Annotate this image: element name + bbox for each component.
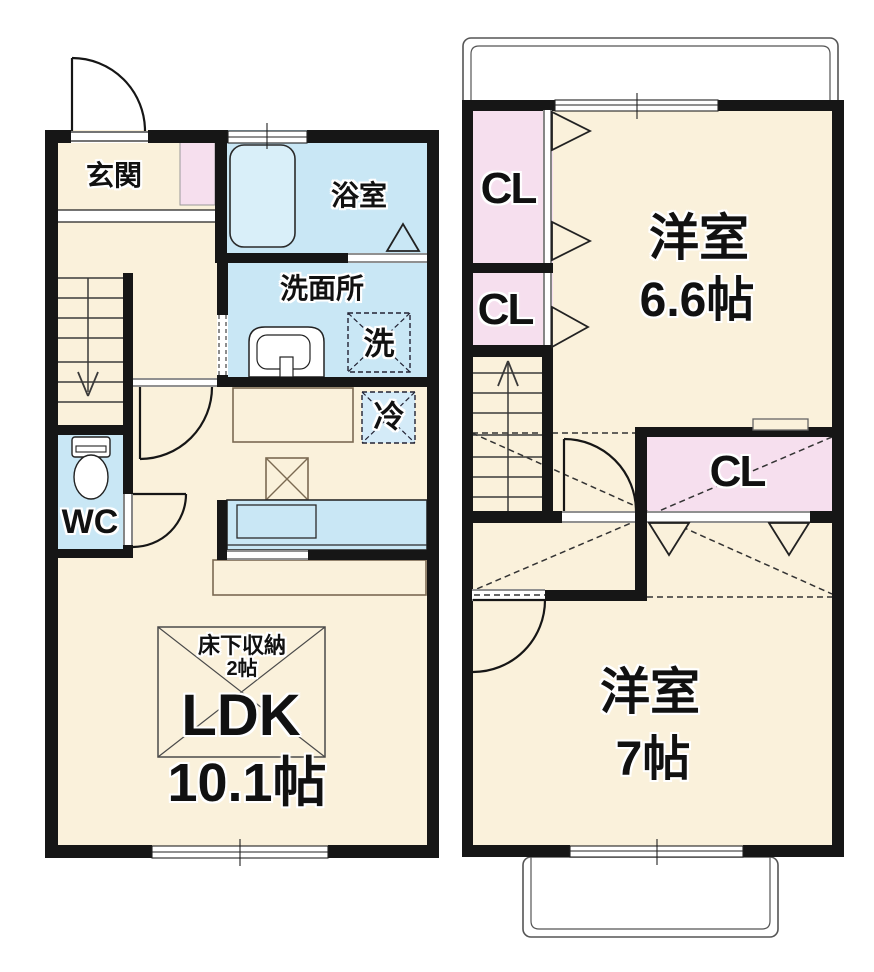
underfloor-storage-box: [157, 626, 326, 758]
balcony-bottom: [522, 856, 779, 938]
walls-2f: [462, 100, 844, 857]
folding-door-markers: [385, 110, 811, 557]
balcony-top: [462, 37, 839, 111]
washroom-entry: [217, 315, 228, 375]
dining-counter: [212, 559, 427, 596]
bath-folding-door: [385, 222, 421, 252]
closet1-door-marker-a: [551, 110, 593, 152]
closet1-floor: [462, 100, 553, 263]
bathroom-label: 浴室: [330, 180, 388, 211]
entrance-step: [45, 209, 215, 223]
kitchen-opening: [227, 550, 308, 560]
closet1-label: CL: [480, 164, 538, 213]
ldk-window: [151, 839, 329, 866]
closet3-niche: [752, 418, 809, 431]
wc-door: [132, 492, 188, 549]
closet3-door-marker-a: [647, 522, 691, 557]
stairs-up-arrow: [497, 360, 519, 387]
floor2-rooms: [462, 100, 844, 857]
bedroom2-door: [472, 598, 547, 674]
closet3-label: CL: [709, 447, 767, 496]
kitchen-counter: [226, 499, 428, 551]
closet1-sliding-door: [543, 110, 552, 263]
bedroom1-door-opening: [562, 511, 635, 523]
washroom-label: 洗面所: [279, 273, 365, 304]
bathtub: [229, 144, 296, 248]
ldk-size-label: 10.1帖: [167, 753, 327, 813]
closet1-door-marker-b: [551, 220, 593, 262]
wc-label: WC: [61, 503, 119, 541]
entrance-door-sill: [71, 131, 148, 143]
fridge-space: [361, 391, 416, 444]
closet3-sliding-door: [647, 511, 810, 523]
bedroom2-window: [569, 839, 744, 865]
closet2-label: CL: [477, 285, 535, 334]
washbasin: [248, 326, 325, 378]
stairs-1f: [58, 277, 123, 403]
underfloor-storage-label: 床下収納: [197, 633, 287, 658]
closet3-floor: [640, 430, 832, 515]
underfloor-size-label: 2帖: [226, 658, 258, 680]
entrance-label: 玄関: [85, 160, 143, 191]
washer-label: 洗: [363, 326, 395, 362]
closet3-door-marker-b: [767, 522, 811, 557]
stairs-down-arrow: [77, 371, 99, 397]
walls-1f: [45, 130, 439, 858]
bedroom1-size-label: 6.6帖: [639, 274, 755, 327]
wc-door-opening: [123, 494, 133, 545]
bedroom2-label: 洋室: [600, 664, 700, 720]
bedroom1-label: 洋室: [649, 210, 749, 266]
bedroom2-size-label: 7帖: [615, 733, 691, 786]
fridge-label: 冷: [373, 399, 405, 435]
hall-opening: [133, 378, 217, 387]
washer-space: [347, 312, 411, 373]
bath-washroom-opening: [348, 253, 427, 263]
bedroom1-window: [554, 93, 719, 119]
closet2-floor: [462, 263, 553, 350]
ldk-label: LDK: [181, 683, 301, 748]
kitchen-upper-cabinet: [232, 387, 354, 443]
entrance-door: [70, 56, 147, 132]
shoe-cabinet: [179, 139, 216, 206]
stove: [265, 457, 309, 501]
bedroom1-door: [562, 437, 638, 512]
closet2-door-marker: [551, 305, 590, 349]
toilet: [71, 436, 111, 500]
bathroom-window: [227, 123, 308, 149]
closet2-sliding-door: [543, 273, 552, 345]
hall-door: [138, 386, 214, 461]
